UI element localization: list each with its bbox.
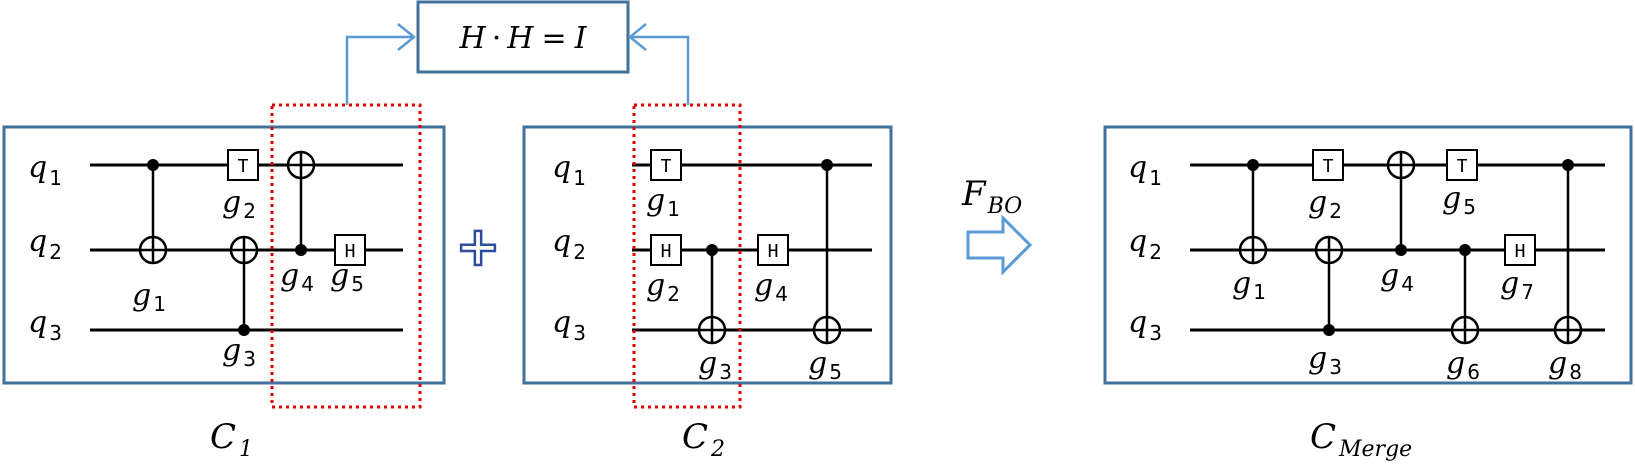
t-gate-g2: T xyxy=(227,149,259,181)
cnot-gate-g4 xyxy=(1386,150,1416,256)
transform-label: FBO xyxy=(961,174,1022,219)
cnot-gate-g8 xyxy=(1553,159,1583,345)
t-gate-g2: T xyxy=(1312,149,1344,181)
h-gate-g7: H xyxy=(1504,234,1536,266)
cnot-gate-g5 xyxy=(812,159,842,345)
identity-box: H·H=I xyxy=(416,0,630,74)
cnot-gate-g3 xyxy=(697,244,727,345)
circuit-merged-frame xyxy=(1103,125,1633,385)
identity-arrow-right xyxy=(628,23,690,105)
svg-text:T: T xyxy=(238,156,249,177)
h-gate-g2: H xyxy=(650,234,682,266)
transform-arrow-icon xyxy=(966,214,1033,276)
highlight-region-c2 xyxy=(632,103,742,409)
svg-text:H: H xyxy=(661,241,672,262)
cnot-gate-g1 xyxy=(138,159,168,265)
cnot-gate-g4 xyxy=(286,150,316,256)
cnot-gate-g1 xyxy=(1238,159,1268,265)
svg-text:T: T xyxy=(661,156,672,177)
t-gate-g1: T xyxy=(650,149,682,181)
cnot-gate-g3 xyxy=(229,235,259,336)
svg-text:H: H xyxy=(345,241,356,262)
circuit-c2-frame xyxy=(522,125,893,385)
svg-text:T: T xyxy=(1323,156,1334,177)
cnot-gate-g3 xyxy=(1314,235,1344,336)
cnot-gate-g6 xyxy=(1450,244,1480,345)
svg-text:T: T xyxy=(1457,156,1468,177)
circuit-c1-frame xyxy=(2,125,446,385)
h-gate-g4: H xyxy=(757,234,789,266)
identity-equation: H·H=I xyxy=(459,21,588,56)
identity-arrow-left xyxy=(345,23,416,105)
t-gate-g5: T xyxy=(1446,149,1478,181)
svg-text:H: H xyxy=(1515,241,1526,262)
svg-text:H: H xyxy=(768,241,779,262)
highlight-region-c1 xyxy=(270,103,422,409)
h-gate-g5: H xyxy=(334,234,366,266)
plus-symbol: + xyxy=(455,215,500,278)
